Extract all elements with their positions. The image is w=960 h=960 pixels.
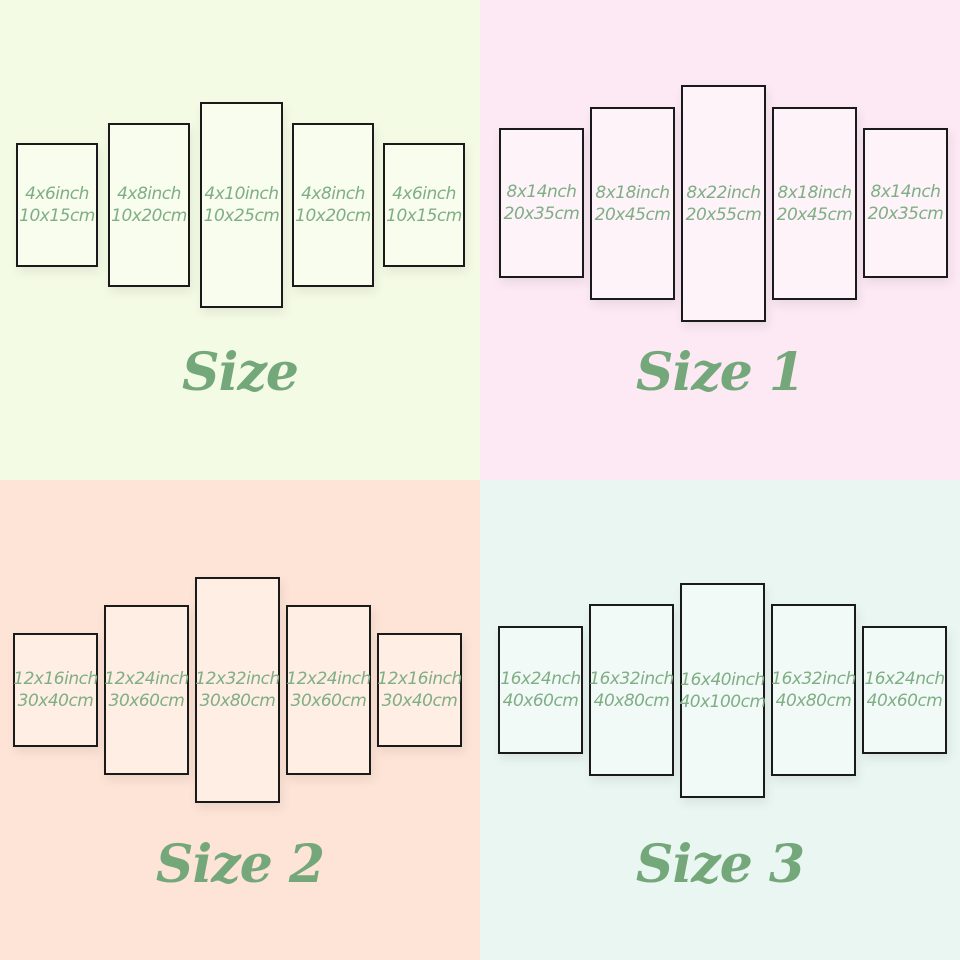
panel-size-inches: 8x22inch: [686, 182, 761, 203]
canvas-panel: 8x18inch 20x45cm: [590, 107, 675, 300]
panel-size-inches: 12x16inch: [13, 669, 98, 689]
panel-size-cm: 40x60cm: [866, 691, 943, 711]
panel-size-inches: 8x18inch: [777, 182, 852, 203]
quadrant-size-2: 12x16inch 30x40cm 12x24inch 30x60cm 12x3…: [0, 480, 480, 960]
canvas-panel: 16x40inch 40x100cm: [679, 583, 766, 798]
size-label: Size 2: [155, 834, 325, 895]
panel-size-cm: 40x80cm: [593, 691, 670, 711]
canvas-panel: 4x10inch 10x25cm: [200, 102, 283, 308]
panel-size-inches: 12x16inch: [377, 669, 462, 689]
panel-size-inches: 16x24nch: [500, 669, 581, 689]
panel-size-cm: 10x20cm: [295, 206, 371, 226]
quadrant-size-3: 16x24nch 40x60cm 16x32inch 40x80cm 16x40…: [480, 480, 960, 960]
canvas-panel: 12x16inch 30x40cm: [13, 633, 98, 747]
canvas-panel: 8x14nch 20x35cm: [863, 128, 948, 278]
panel-size-cm: 20x45cm: [594, 204, 671, 225]
canvas-panel: 4x6inch 10x15cm: [383, 143, 465, 267]
quadrant-size-1: 8x14nch 20x35cm 8x18inch 20x45cm 8x22inc…: [480, 0, 960, 480]
panel-size-cm: 10x25cm: [203, 206, 280, 226]
quadrant-size: 4x6inch 10x15cm 4x8inch 10x20cm 4x10inch…: [0, 0, 480, 480]
panel-size-inches: 4x8inch: [117, 184, 181, 204]
canvas-panel: 12x16inch 30x40cm: [377, 633, 462, 747]
panel-size-inches: 4x10inch: [204, 184, 279, 204]
canvas-panel: 12x24inch 30x60cm: [104, 605, 189, 775]
panel-size-cm: 30x40cm: [17, 691, 94, 711]
panel-size-inches: 16x40inch: [680, 669, 765, 690]
panel-size-cm: 20x55cm: [685, 204, 762, 225]
panel-size-cm: 10x15cm: [19, 206, 95, 226]
panel-size-cm: 40x80cm: [775, 691, 852, 711]
panel-size-cm: 40x100cm: [679, 691, 766, 712]
canvas-panel: 8x18inch 20x45cm: [772, 107, 857, 300]
canvas-panel: 4x8inch 10x20cm: [292, 123, 374, 287]
panel-size-cm: 30x60cm: [108, 691, 185, 711]
canvas-panel: 8x14nch 20x35cm: [499, 128, 584, 278]
panel-size-inches: 8x14nch: [870, 182, 941, 202]
canvas-panel: 12x24inch 30x60cm: [286, 605, 371, 775]
canvas-panel: 16x24nch 40x60cm: [498, 626, 583, 754]
canvas-panel: 16x32inch 40x80cm: [589, 604, 674, 776]
canvas-panel: 4x8inch 10x20cm: [108, 123, 190, 287]
panel-size-inches: 12x24inch: [286, 669, 371, 689]
panel-size-cm: 20x45cm: [776, 204, 853, 225]
panel-size-cm: 10x20cm: [111, 206, 187, 226]
panel-size-inches: 4x8inch: [301, 184, 365, 204]
panel-size-cm: 10x15cm: [386, 206, 462, 226]
panel-size-cm: 30x80cm: [199, 691, 276, 711]
canvas-panel: 16x32inch 40x80cm: [771, 604, 856, 776]
panel-size-inches: 16x32inch: [589, 669, 674, 689]
panel-size-cm: 20x35cm: [503, 204, 580, 224]
panel-size-inches: 12x32inch: [195, 669, 280, 689]
panel-size-inches: 12x24inch: [104, 669, 189, 689]
canvas-panel: 4x6inch 10x15cm: [16, 143, 98, 267]
panel-size-inches: 8x18inch: [595, 182, 670, 203]
panel-size-inches: 4x6inch: [392, 184, 456, 204]
panel-size-cm: 20x35cm: [867, 204, 944, 224]
panel-size-inches: 4x6inch: [25, 184, 89, 204]
canvas-panel: 8x22inch 20x55cm: [681, 85, 766, 322]
panel-size-cm: 30x60cm: [290, 691, 367, 711]
canvas-panel: 16x24nch 40x60cm: [862, 626, 947, 754]
canvas-panel: 12x32inch 30x80cm: [195, 577, 280, 803]
size-label: Size 3: [635, 834, 805, 895]
panel-size-cm: 30x40cm: [381, 691, 458, 711]
panel-size-cm: 40x60cm: [502, 691, 579, 711]
panel-size-inches: 16x32inch: [771, 669, 856, 689]
size-label: Size 1: [635, 342, 805, 403]
size-label: Size: [182, 342, 299, 403]
panel-size-inches: 16x24nch: [864, 669, 945, 689]
panel-size-inches: 8x14nch: [506, 182, 577, 202]
